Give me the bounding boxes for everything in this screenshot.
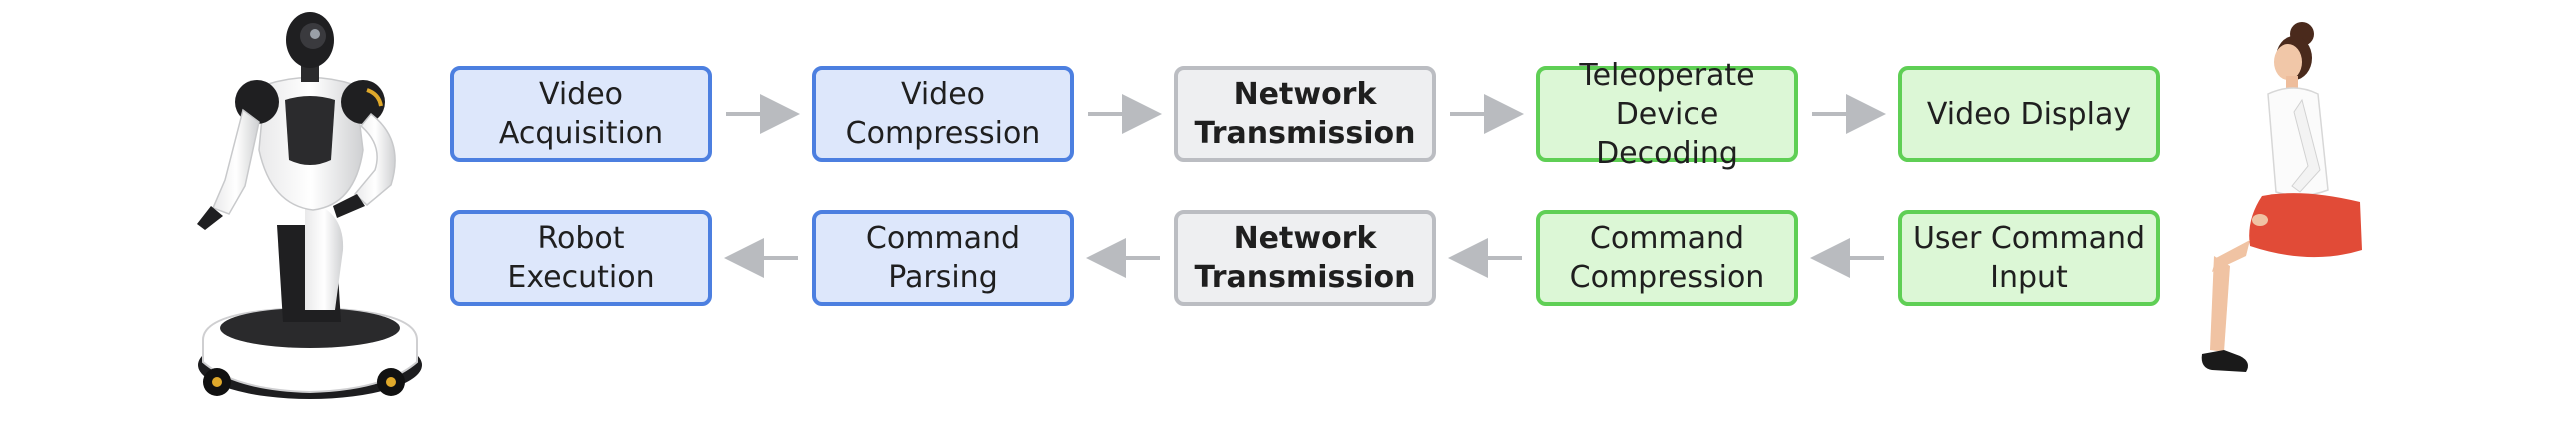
video-compression-box: Video Compression: [812, 66, 1074, 162]
network-transmission-return-label: Network Transmission: [1194, 221, 1416, 295]
network-transmission-return-box: Network Transmission: [1174, 210, 1436, 306]
video-acquisition-label: Video Acquisition: [498, 77, 664, 151]
teleoperate-device-decoding-box: Teleoperate Device Decoding: [1536, 58, 1798, 171]
command-compression-box: Command Compression: [1536, 210, 1798, 306]
seated-operator-icon: [2201, 22, 2362, 372]
video-compression-label: Video Compression: [845, 77, 1041, 151]
command-compression-label: Command Compression: [1569, 221, 1765, 295]
network-transmission-forward-label: Network Transmission: [1194, 77, 1416, 151]
video-acquisition-box: Video Acquisition: [450, 66, 712, 162]
teleoperate-device-decoding-label: Teleoperate Device Decoding: [1579, 57, 1755, 171]
command-parsing-label: Command Parsing: [865, 221, 1021, 295]
network-transmission-forward-box: Network Transmission: [1174, 66, 1436, 162]
user-command-input-label: User Command Input: [1912, 221, 2146, 295]
robot-execution-box: Robot Execution: [450, 210, 712, 306]
robot-execution-label: Robot Execution: [507, 221, 655, 295]
video-display-label: Video Display: [1926, 96, 2132, 132]
user-command-input-box: User Command Input: [1898, 210, 2160, 306]
video-display-box: Video Display: [1898, 66, 2160, 162]
command-parsing-box: Command Parsing: [812, 210, 1074, 306]
humanoid-robot-icon: [197, 12, 422, 399]
